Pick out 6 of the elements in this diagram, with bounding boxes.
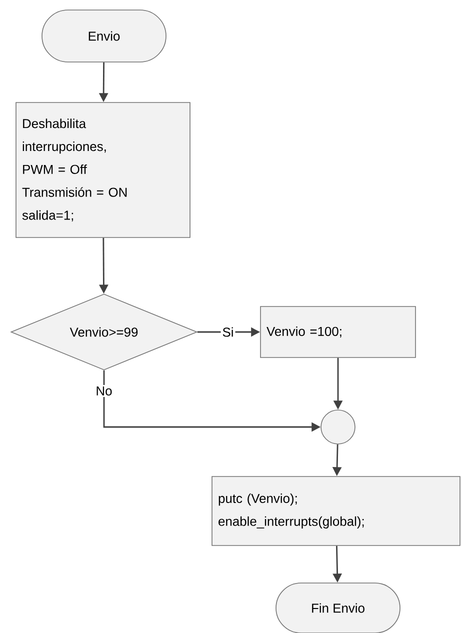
edge-label: Si [220,326,236,338]
process-box: putc (Venvio); enable_interrupts(global); [212,476,460,546]
connector-circle [320,410,356,444]
process-box: Venvio =100; [260,306,416,358]
edge-label: No [94,385,114,398]
process-box: Deshabilita interrupciones, PWM = Off Transmisión = ON salida=1; [16,102,190,238]
